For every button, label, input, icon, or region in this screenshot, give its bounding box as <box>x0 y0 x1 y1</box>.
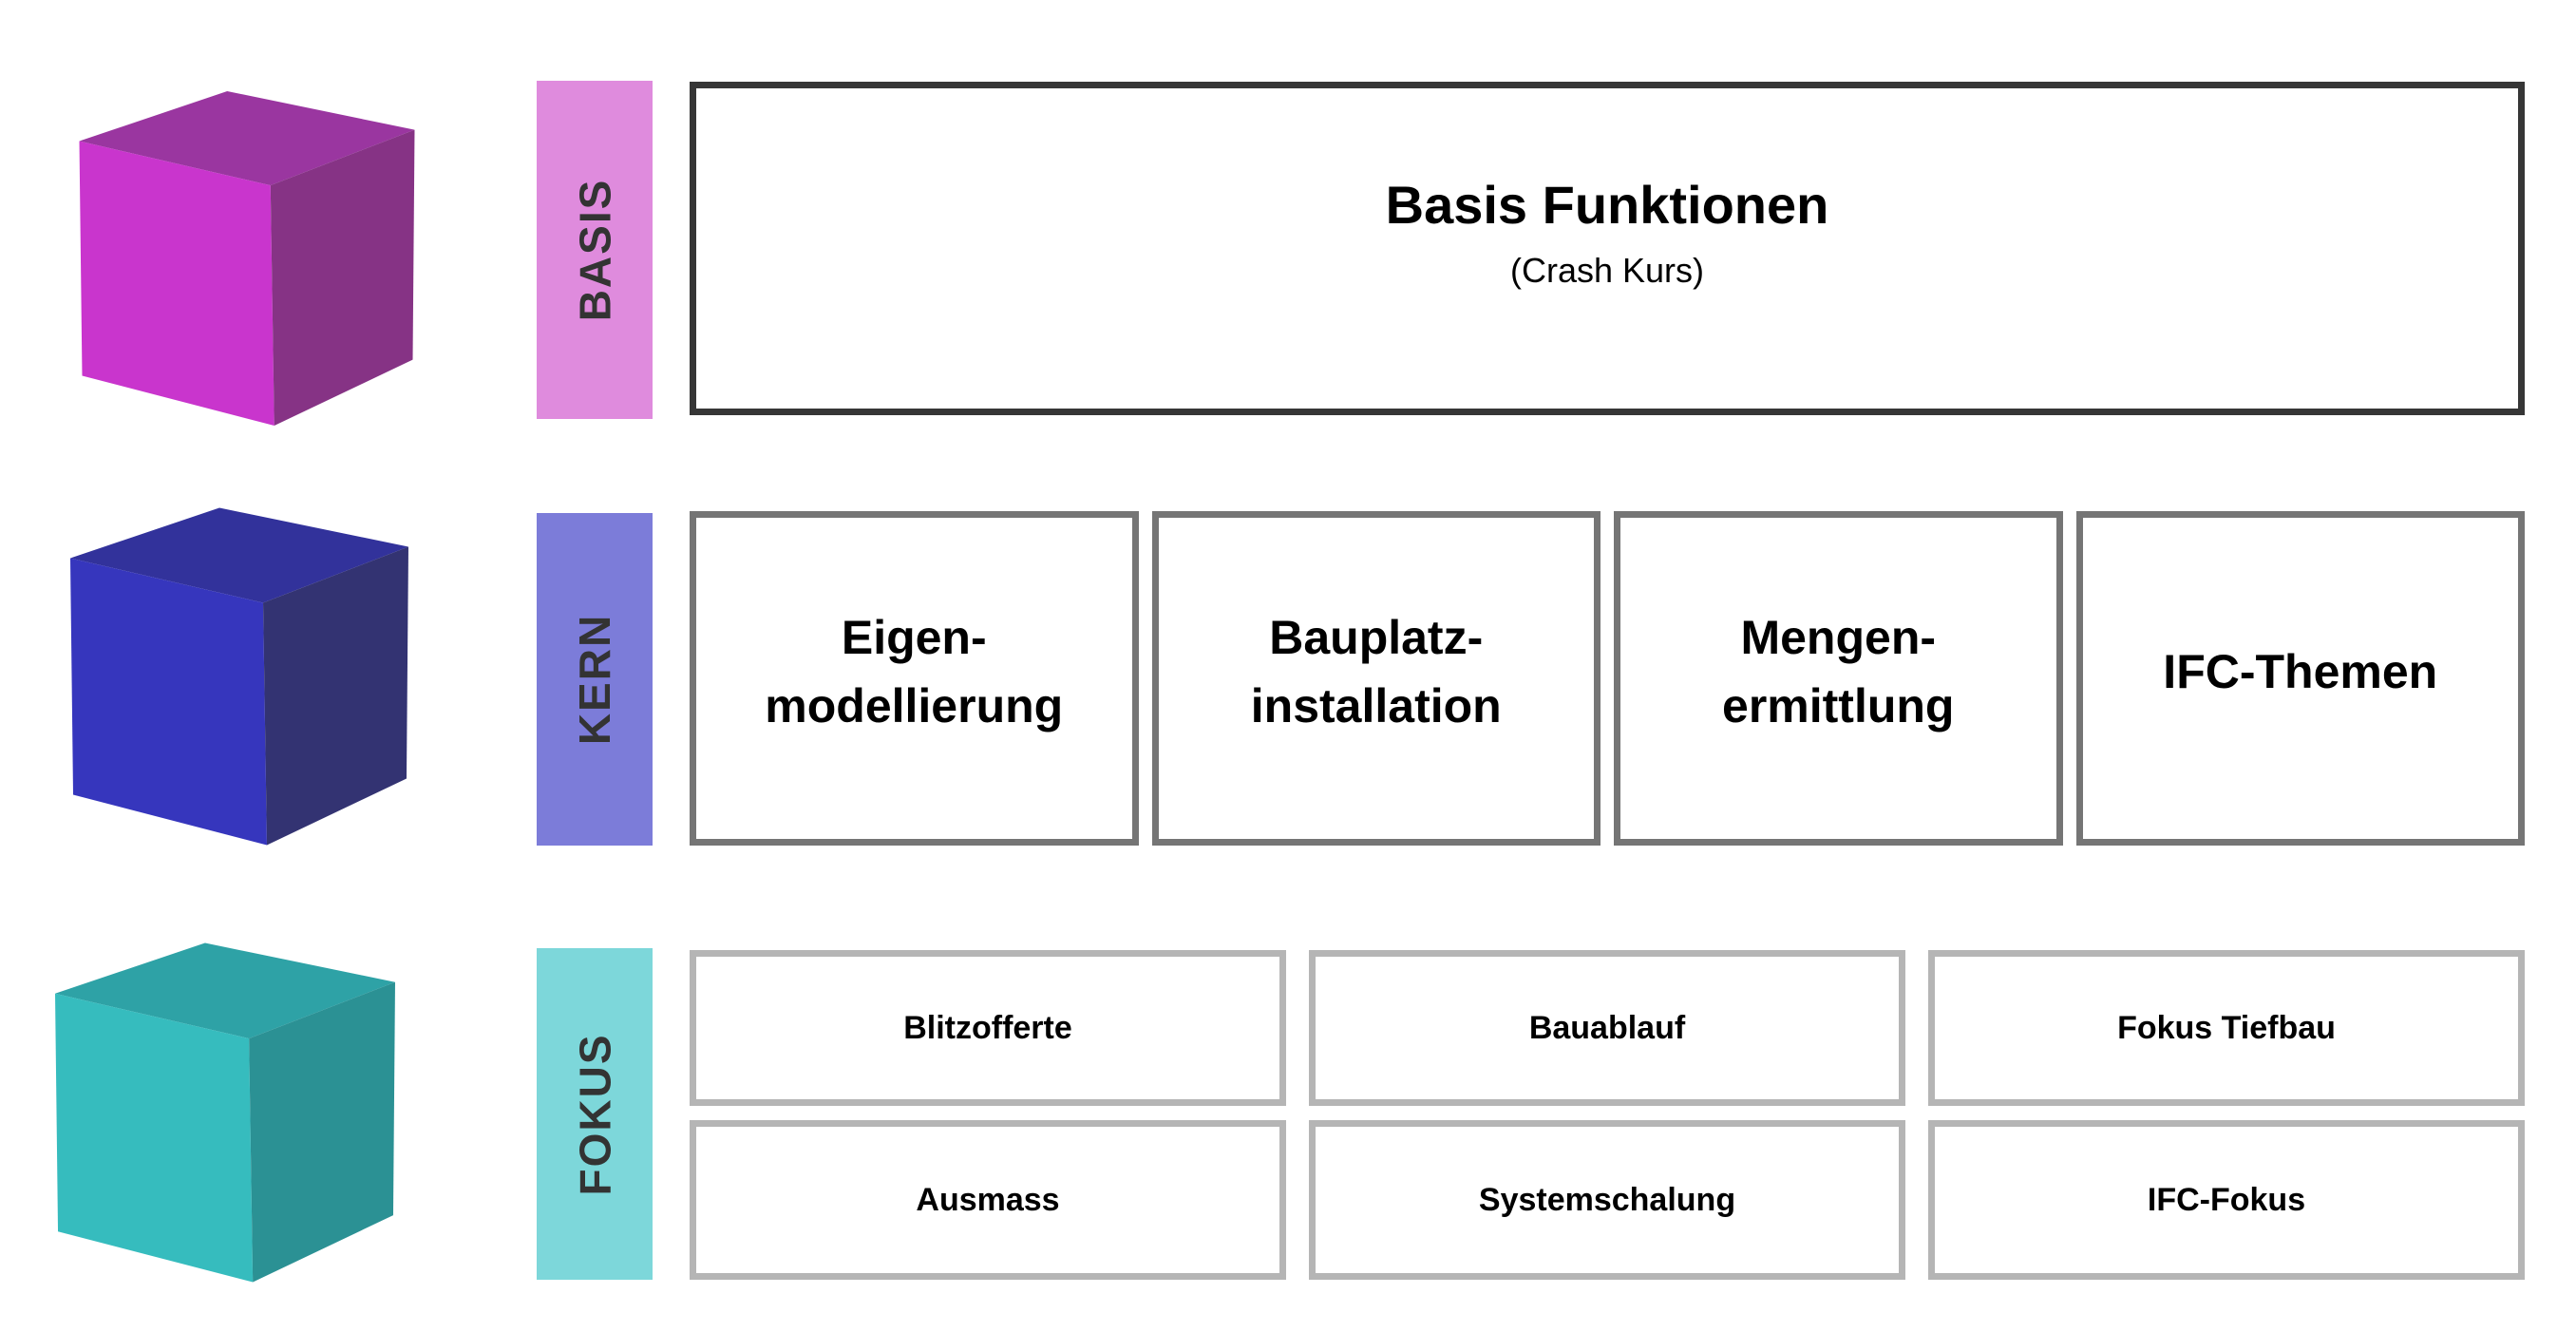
kern-box-label: IFC-Themen <box>2163 644 2438 698</box>
basis-funktionen-box: Basis Funktionen (Crash Kurs) <box>690 82 2525 415</box>
fokus-box-label: Ausmass <box>916 1181 1060 1218</box>
basis-box-title: Basis Funktionen <box>1385 175 1829 235</box>
fokus-box-label: Systemschalung <box>1478 1181 1736 1218</box>
kern-box-label: Eigen- modellierung <box>765 610 1064 733</box>
cube-right-face <box>270 129 415 426</box>
kern-boxes-row: Eigen- modellierung Bauplatz- installati… <box>690 511 2525 846</box>
fokus-box-fokus-tiefbau: Fokus Tiefbau <box>1928 950 2525 1106</box>
kern-label-bar: KERN <box>537 513 653 846</box>
fokus-box-bauablauf: Bauablauf <box>1309 950 1905 1106</box>
cube-front-face <box>70 558 267 846</box>
cube-top-face <box>55 942 395 1039</box>
cube-right-face <box>263 546 408 846</box>
fokus-row-2: Ausmass Systemschalung IFC-Fokus <box>690 1120 2525 1280</box>
fokus-box-label: Bauablauf <box>1528 1009 1686 1046</box>
basis-box-subtitle: (Crash Kurs) <box>1509 251 1705 290</box>
fokus-box-label: Blitzofferte <box>903 1009 1072 1046</box>
fokus-label: FOKUS <box>570 1033 619 1195</box>
kern-cube-icon <box>70 507 408 846</box>
kern-label: KERN <box>570 613 619 746</box>
fokus-box-ausmass: Ausmass <box>690 1120 1286 1280</box>
basis-label-bar: BASIS <box>537 81 653 419</box>
cube-front-face <box>55 993 254 1283</box>
kern-box-eigenmodellierung: Eigen- modellierung <box>690 511 1139 846</box>
cube-top-face <box>79 91 415 186</box>
cube-top-face <box>70 507 408 603</box>
fokus-box-systemschalung: Systemschalung <box>1309 1120 1905 1280</box>
fokus-row-1: Blitzofferte Bauablauf Fokus Tiefbau <box>690 950 2525 1106</box>
fokus-box-label: IFC-Fokus <box>2147 1181 2306 1218</box>
fokus-box-ifc-fokus: IFC-Fokus <box>1928 1120 2525 1280</box>
kern-box-label: Bauplatz- installation <box>1250 610 1502 733</box>
kern-box-mengenermittlung: Mengen- ermittlung <box>1614 511 2063 846</box>
fokus-box-blitzofferte: Blitzofferte <box>690 950 1286 1106</box>
kern-box-label: Mengen- ermittlung <box>1722 610 1955 733</box>
kern-box-ifc-themen: IFC-Themen <box>2075 511 2525 846</box>
kern-box-bauplatzinstallation: Bauplatz- installation <box>1151 511 1601 846</box>
cube-right-face <box>249 981 395 1283</box>
fokus-label-bar: FOKUS <box>537 948 653 1280</box>
fokus-cube-icon <box>55 942 395 1283</box>
fokus-box-label: Fokus Tiefbau <box>2117 1009 2336 1046</box>
cube-front-face <box>79 141 275 426</box>
basis-cube-icon <box>79 91 415 426</box>
fokus-boxes-grid: Blitzofferte Bauablauf Fokus Tiefbau Aus… <box>690 950 2525 1280</box>
basis-label: BASIS <box>570 178 619 322</box>
